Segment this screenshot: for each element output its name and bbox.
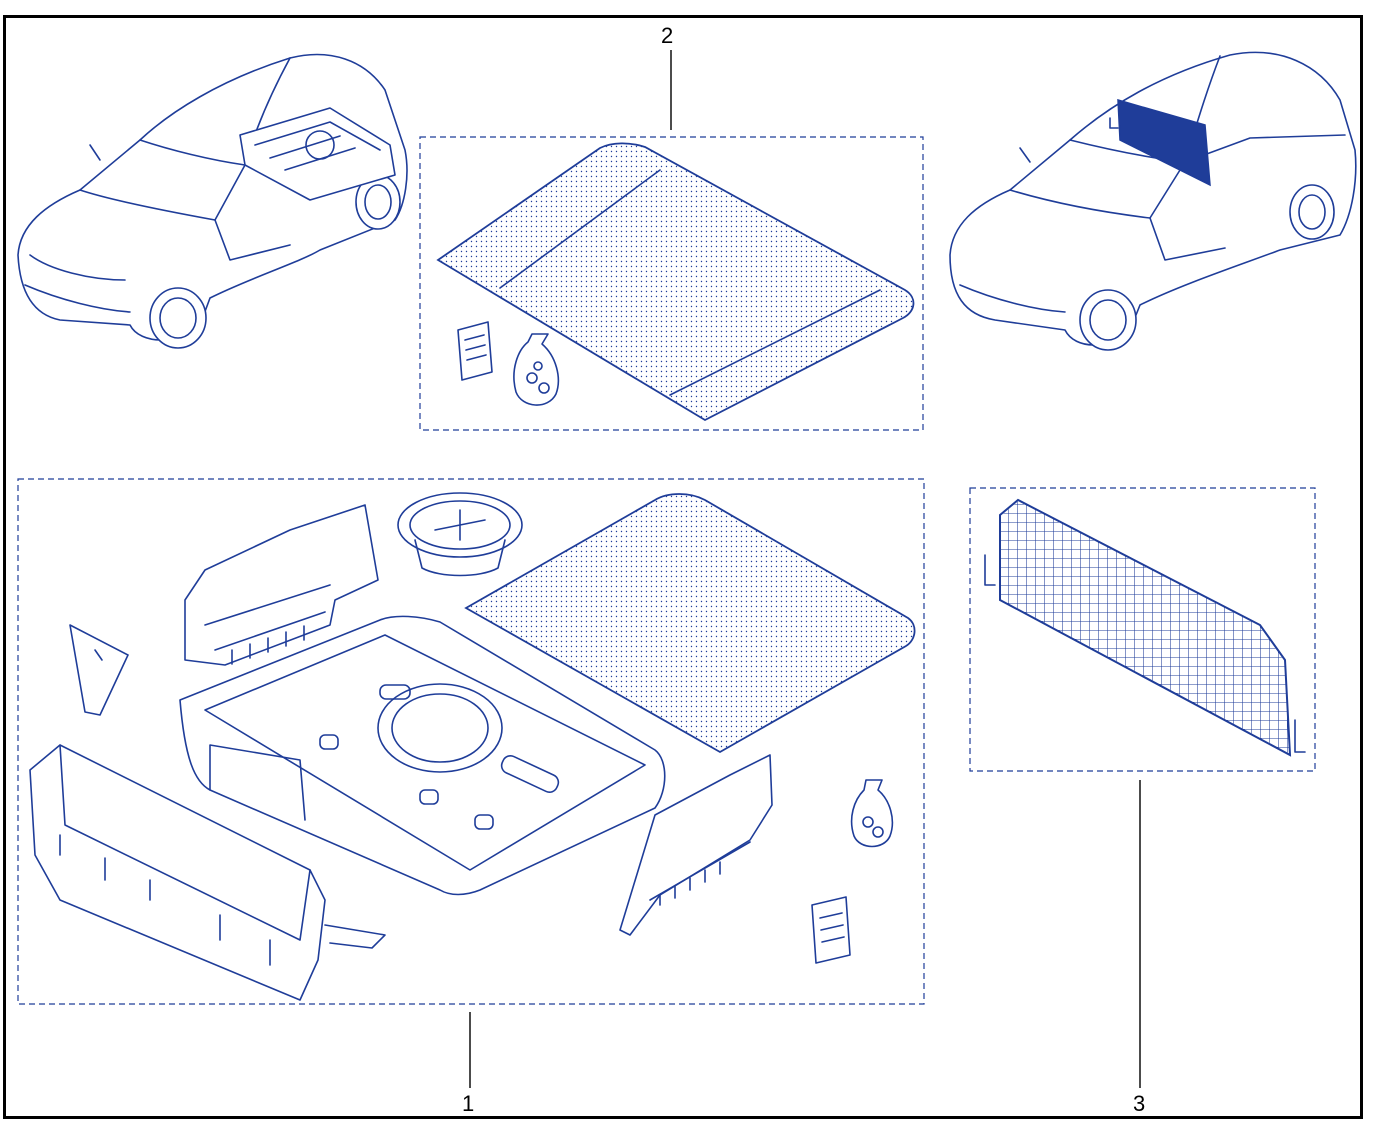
- spare-wheel-bowl: [397, 492, 523, 577]
- callout-1: 1: [462, 1091, 475, 1116]
- kit-2-box: [419, 50, 924, 431]
- callout-3: 3: [1133, 1091, 1146, 1116]
- car-right-illustration: [949, 51, 1357, 351]
- fastener-bag-icon-2: [850, 779, 894, 848]
- boot-tray: [179, 615, 666, 896]
- manual-icon: [457, 321, 493, 381]
- diagram-frame: [3, 15, 1363, 1119]
- left-side-panel: [184, 504, 379, 666]
- car-left-illustration: [17, 53, 408, 349]
- callout-2: 2: [661, 23, 674, 48]
- kit-1-box: [17, 478, 925, 1088]
- corner-bracket: [69, 624, 129, 716]
- right-side-panel: [619, 754, 773, 936]
- kit-3-box: [969, 487, 1316, 1088]
- manual-icon-2: [811, 896, 851, 964]
- front-foam-block: [29, 744, 386, 1001]
- fastener-bag-icon: [513, 333, 560, 406]
